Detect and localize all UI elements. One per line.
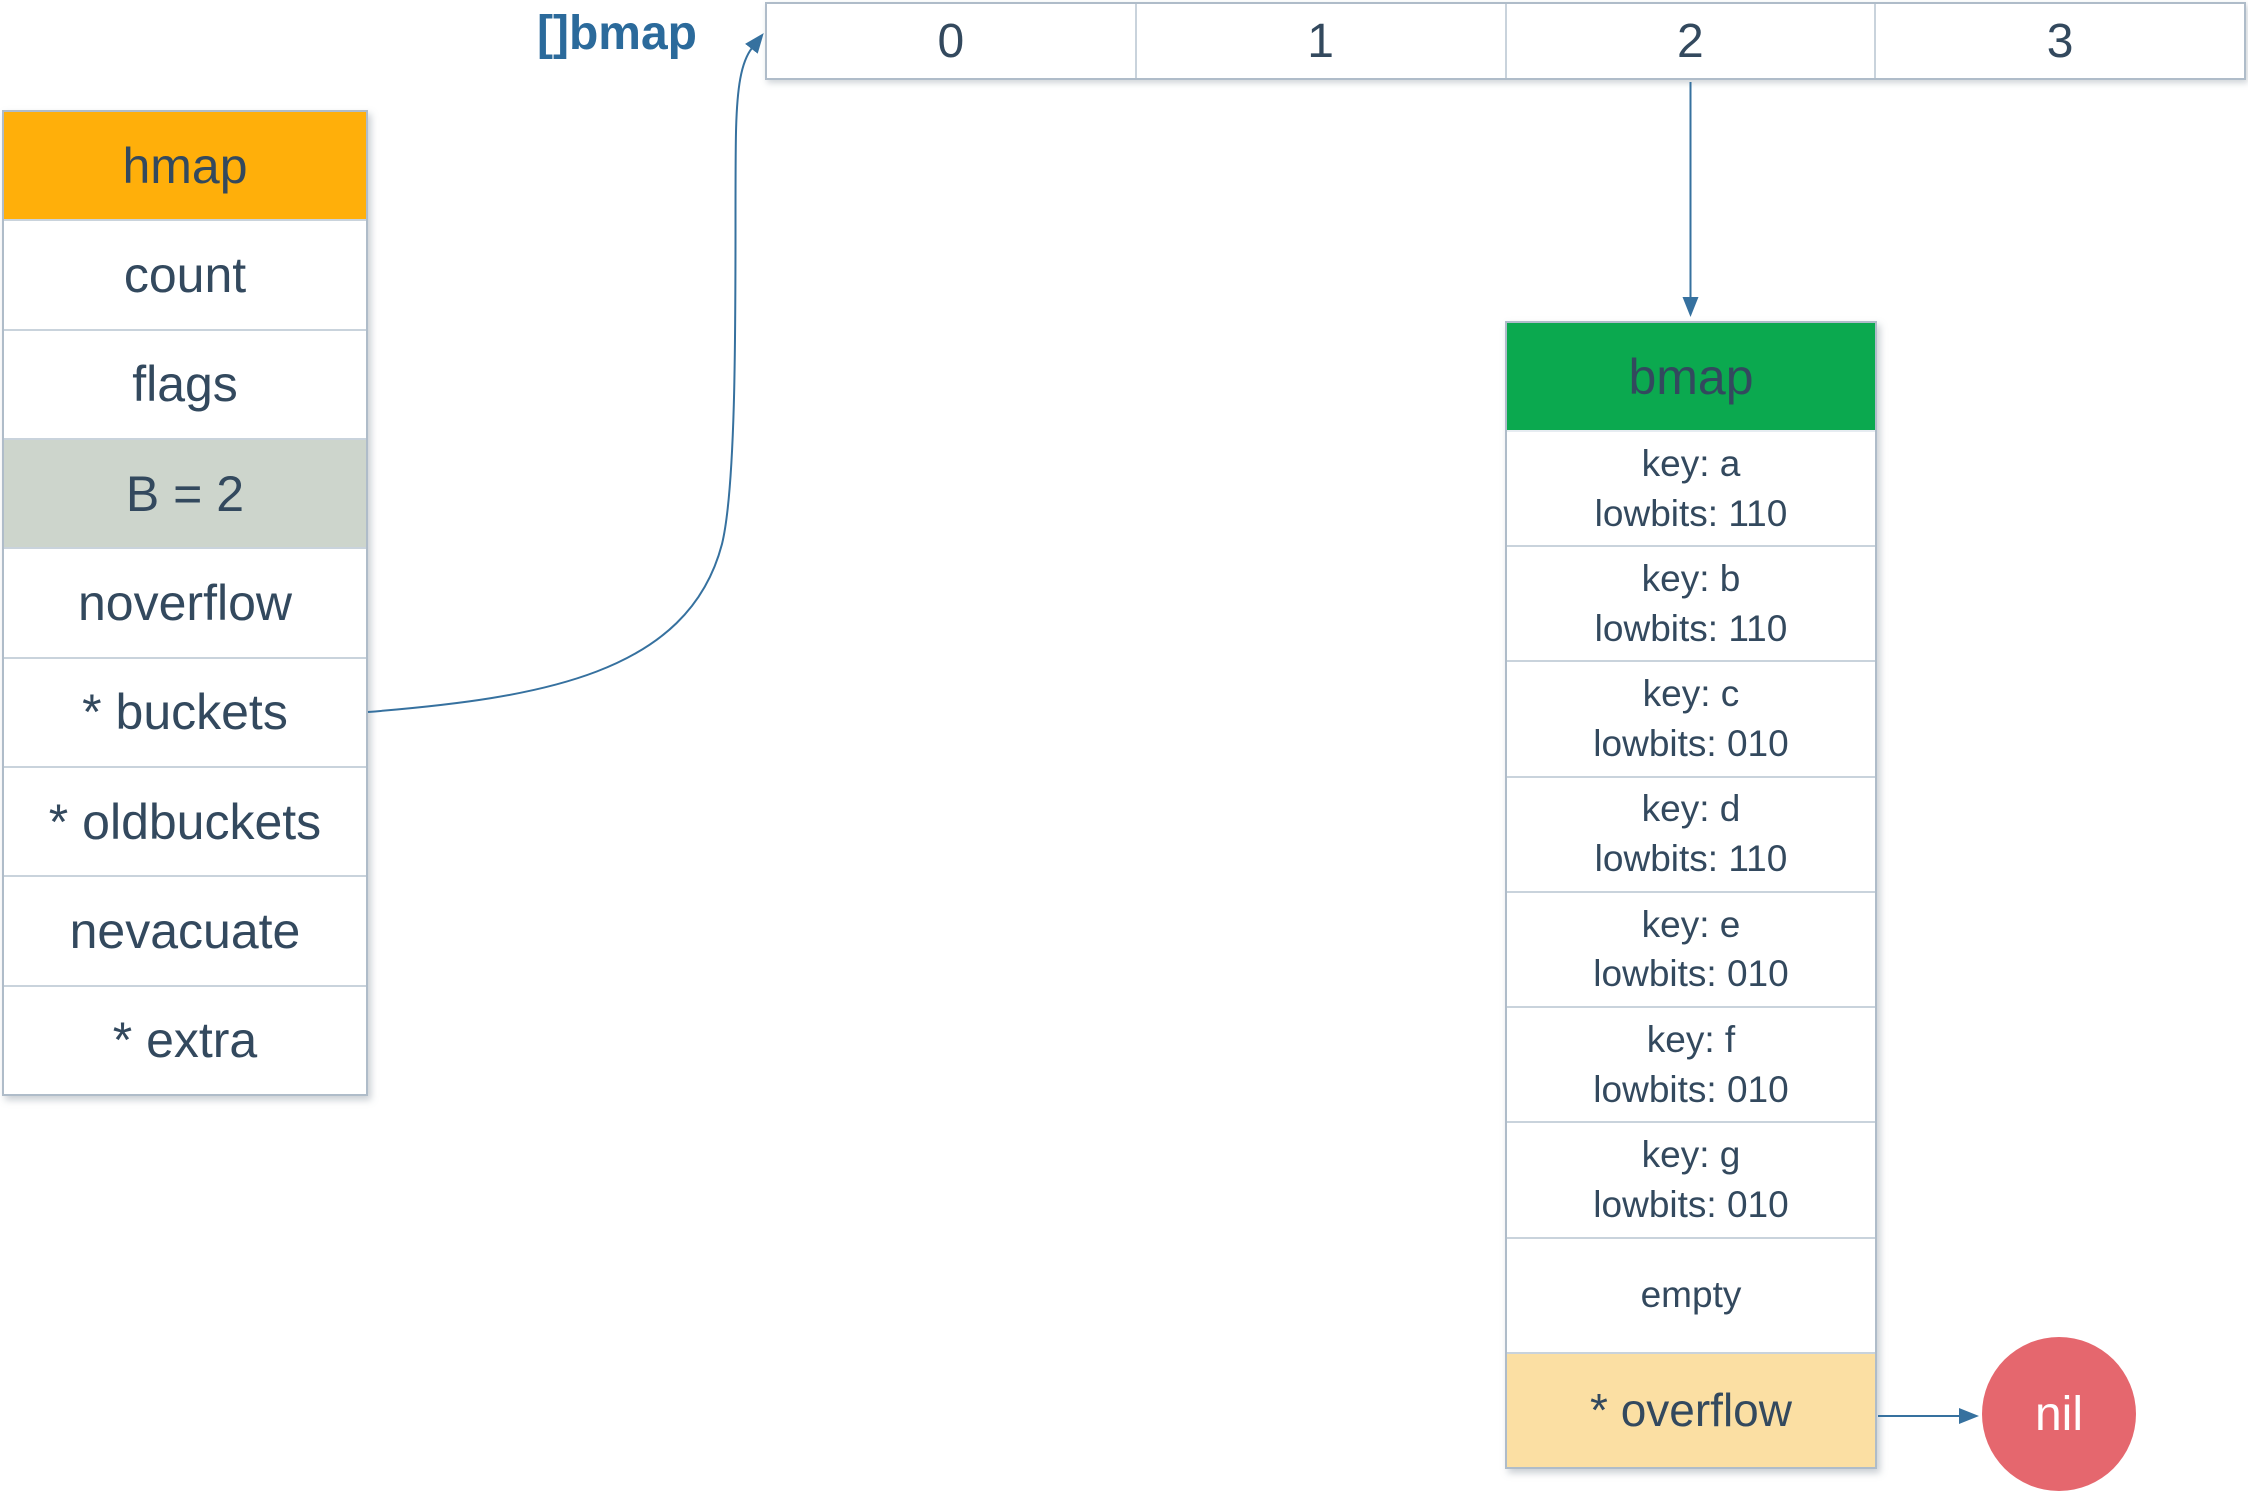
entry-lowbits: lowbits: 010: [1593, 953, 1789, 995]
entry-key: key: e: [1641, 903, 1741, 945]
entry-key: key: g: [1641, 1133, 1741, 1175]
bucket-cell-2: 2: [1504, 4, 1875, 78]
entry-lowbits: lowbits: 010: [1593, 723, 1789, 765]
entry-key: key: b: [1641, 557, 1741, 599]
entry-lowbits: lowbits: 010: [1593, 1068, 1789, 1110]
entry-key: key: c: [1642, 673, 1740, 715]
entry-key: key: f: [1646, 1018, 1736, 1060]
bucket-cell-1: 1: [1134, 4, 1505, 78]
bmap-row-empty: empty: [1507, 1238, 1875, 1354]
entry-key: key: a: [1641, 442, 1741, 484]
bucket-array-label: []bmap: [537, 7, 697, 60]
arrow-buckets-to-array: [367, 33, 764, 713]
bmap-entry-b: key: b lowbits: 110: [1507, 547, 1875, 663]
bmap-entry-f: key: f lowbits: 010: [1507, 1008, 1875, 1124]
nil-label: nil: [2034, 1387, 2084, 1441]
entry-lowbits: lowbits: 110: [1594, 607, 1788, 649]
hmap-row-nevacuate: nevacuate: [4, 877, 366, 987]
hmap-row-flags: flags: [4, 330, 366, 440]
bucket-cell-0: 0: [937, 14, 965, 68]
hmap-row-oldbuckets: * oldbuckets: [4, 767, 366, 878]
bmap-row-overflow: * overflow: [1507, 1353, 1875, 1467]
entry-lowbits: lowbits: 110: [1594, 492, 1788, 534]
hmap-row-extra: * extra: [4, 986, 366, 1094]
hmap-row-b: B = 2: [4, 439, 366, 550]
hmap-struct-table: hmap count flags B = 2 noverflow * bucke…: [2, 110, 368, 1096]
bmap-entry-e: key: e lowbits: 010: [1507, 892, 1875, 1009]
bucket-cell-3: 3: [1874, 4, 2244, 78]
bmap-entry-d: key: d lowbits: 110: [1507, 777, 1875, 893]
hmap-row-count: count: [4, 221, 366, 331]
bmap-bucket-table: bmap key: a lowbits: 110 key: b lowbits:…: [1505, 321, 1877, 1469]
hmap-row-buckets: * buckets: [4, 658, 366, 768]
entry-key: key: d: [1641, 788, 1741, 830]
nil-node: nil: [1982, 1337, 2136, 1491]
bmap-entry-a: key: a lowbits: 110: [1507, 432, 1875, 548]
bmap-entry-g: key: g lowbits: 010: [1507, 1123, 1875, 1239]
bucket-array: 0 1 2 3: [765, 2, 2246, 80]
hmap-table-header: hmap: [4, 112, 366, 222]
entry-lowbits: lowbits: 110: [1594, 838, 1788, 880]
hmap-row-noverflow: noverflow: [4, 549, 366, 659]
entry-lowbits: lowbits: 010: [1593, 1183, 1789, 1225]
bmap-table-header: bmap: [1507, 323, 1875, 432]
bmap-entry-c: key: c lowbits: 010: [1507, 662, 1875, 778]
